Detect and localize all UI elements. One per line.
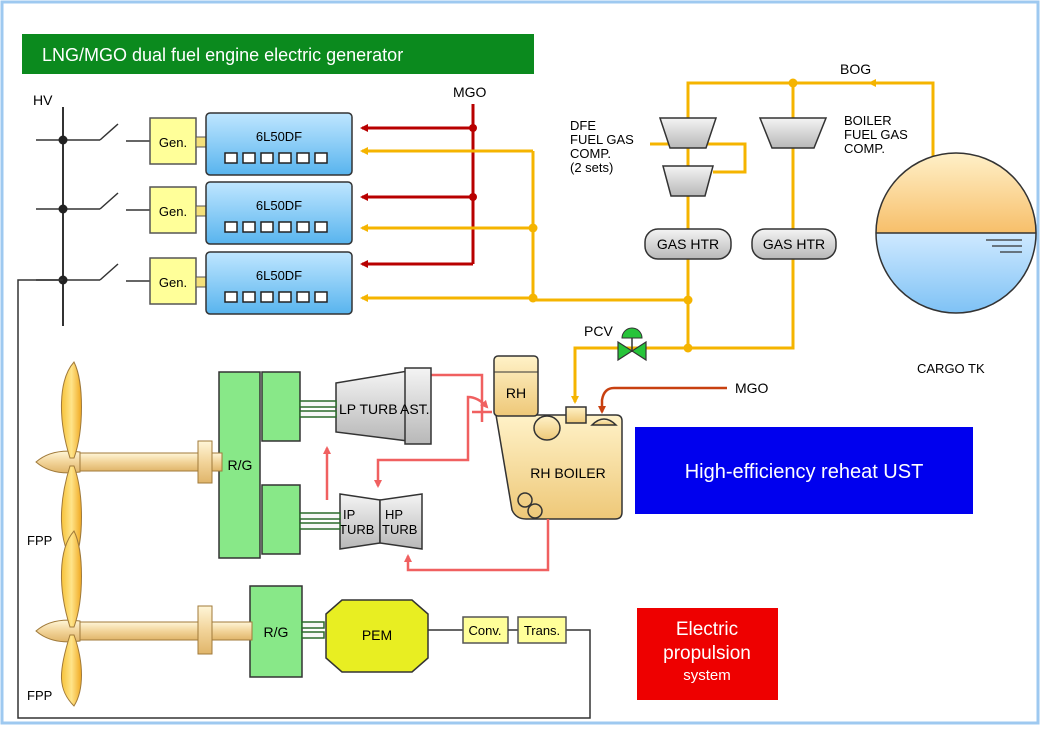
svg-text:BOILER: BOILER	[844, 113, 892, 128]
fpp-upper-label: FPP	[27, 533, 52, 548]
engine-label-1: 6L50DF	[256, 129, 302, 144]
cargo-tk-label: CARGO TK	[917, 361, 985, 376]
engine-cylinders-1	[224, 152, 328, 164]
propeller-shaft-upper	[35, 361, 223, 563]
gas-nodes	[528, 78, 798, 353]
gen-box-2	[149, 186, 197, 234]
pcv-valve	[617, 327, 647, 362]
electric-propulsion-text-1: Electric	[676, 619, 738, 640]
gen-label-1: Gen.	[159, 135, 187, 150]
engine-cylinders-3	[224, 291, 328, 303]
rg-upper-label: R/G	[228, 457, 253, 473]
bog-label: BOG	[840, 61, 871, 77]
rh-boiler: RH RH BOILER	[493, 355, 623, 520]
rh-label: RH	[506, 385, 526, 401]
engine-cylinders-2	[224, 221, 328, 233]
gen-label-3: Gen.	[159, 275, 187, 290]
steam-lines	[323, 371, 550, 572]
cargo-tank	[875, 152, 1037, 314]
hv-cable-to-trans	[17, 279, 591, 719]
hp-turb-label-1: HP	[385, 507, 403, 522]
engine-box-2	[205, 181, 353, 245]
pem-label: PEM	[362, 627, 392, 643]
svg-text:GAS HTR: GAS HTR	[657, 236, 719, 252]
electric-propulsion-banner: Electric propulsion system	[637, 608, 778, 700]
propeller-shaft-lower	[35, 530, 253, 707]
hv-label: HV	[33, 92, 53, 108]
reheat-ust-banner: High-efficiency reheat UST	[635, 427, 973, 514]
mgo-nodes	[469, 124, 477, 201]
svg-text:GAS HTR: GAS HTR	[763, 236, 825, 252]
converter: Conv.	[462, 616, 509, 644]
engine-box-3	[205, 251, 353, 315]
reheat-ust-banner-text: High-efficiency reheat UST	[685, 461, 924, 483]
engine-label-3: 6L50DF	[256, 268, 302, 283]
boiler-comp-label: BOILER FUEL GAS COMP.	[844, 113, 908, 156]
engine-box-1	[205, 112, 353, 176]
pem-motor: PEM	[325, 599, 429, 673]
dfe-comp-label: DFE FUEL GAS COMP. (2 sets)	[570, 118, 634, 175]
electric-propulsion-text-3: system	[683, 667, 731, 684]
mgo-boiler-label: MGO	[735, 380, 769, 396]
gen-label-2: Gen.	[159, 204, 187, 219]
hv-branches	[36, 123, 150, 282]
mgo-lines	[360, 104, 475, 268]
svg-text:(2 sets): (2 sets)	[570, 160, 613, 175]
boiler-fuel-gas-compressor	[758, 117, 828, 149]
mgo-top-label: MGO	[453, 84, 487, 100]
trans-label: Trans.	[524, 623, 560, 638]
pcv-label: PCV	[584, 323, 613, 339]
svg-text:FUEL GAS: FUEL GAS	[570, 132, 634, 147]
dual-fuel-banner: LNG/MGO dual fuel engine electric genera…	[22, 34, 534, 74]
lp-turb-label: LP TURB	[339, 401, 398, 417]
gen-box-3	[149, 257, 197, 305]
mgo-boiler-line	[598, 386, 727, 414]
svg-text:COMP.: COMP.	[570, 146, 611, 161]
fpp-lower-label: FPP	[27, 688, 52, 703]
rg-lower-label: R/G	[264, 624, 289, 640]
ast-label: AST.	[400, 401, 430, 417]
ip-turb-label-1: IP	[343, 507, 355, 522]
conv-label: Conv.	[469, 623, 502, 638]
generator-set-3: Gen. 6L50DF	[149, 251, 353, 315]
reheater-box	[493, 355, 539, 417]
generator-set-1: Gen. 6L50DF	[149, 112, 353, 176]
gen-box-1	[149, 117, 197, 165]
electric-propulsion-text-2: propulsion	[663, 643, 751, 664]
generator-set-2: Gen. 6L50DF	[149, 181, 353, 245]
svg-text:COMP.: COMP.	[844, 141, 885, 156]
rh-boiler-label: RH BOILER	[530, 465, 605, 481]
dfe-fuel-gas-compressor	[658, 117, 718, 197]
transformer: Trans.	[517, 616, 567, 644]
lp-turbine: LP TURB AST.	[335, 367, 432, 445]
ip-hp-turbine: IP TURB HP TURB	[339, 493, 423, 550]
svg-text:DFE: DFE	[570, 118, 596, 133]
gas-heater-dfe: GAS HTR	[644, 228, 732, 260]
gas-heater-boiler: GAS HTR	[751, 228, 837, 260]
reduction-gear-upper: R/G	[218, 371, 341, 559]
svg-text:FUEL GAS: FUEL GAS	[844, 127, 908, 142]
hp-turb-label-2: TURB	[382, 522, 417, 537]
ip-turb-label-2: TURB	[339, 522, 374, 537]
dual-fuel-banner-text: LNG/MGO dual fuel engine electric genera…	[42, 45, 403, 65]
gas-lines	[360, 79, 935, 404]
engine-label-2: 6L50DF	[256, 198, 302, 213]
